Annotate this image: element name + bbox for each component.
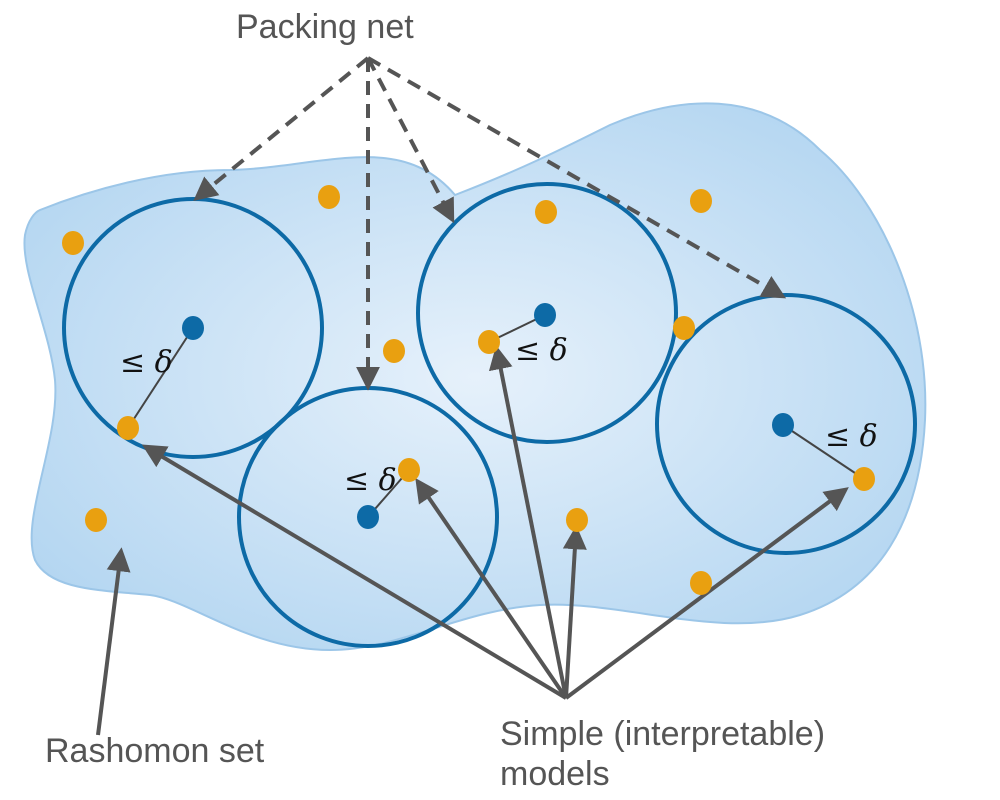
packing-arrow-4 [367, 56, 787, 299]
delta-label-3: ≤ δ [515, 333, 568, 368]
delta-label-1: ≤ δ [120, 345, 173, 380]
model-point [85, 508, 107, 532]
model-point [566, 508, 588, 532]
model-point [478, 330, 500, 354]
model-point [117, 416, 139, 440]
model-point [853, 467, 875, 491]
packing-net-label: Packing net [236, 8, 414, 46]
simple-models-label-line2: models [500, 755, 610, 793]
model-point [690, 189, 712, 213]
packing-arrow-3 [366, 57, 455, 224]
radius-line-4 [782, 424, 865, 480]
model-point [383, 339, 405, 363]
model-arrow-4 [562, 525, 587, 699]
radius-line-1 [127, 327, 194, 429]
center-point [357, 505, 379, 529]
model-arrow-3 [488, 345, 568, 699]
rashomon-set-label: Rashomon set [45, 732, 265, 770]
model-point [62, 231, 84, 255]
model-point [318, 185, 340, 209]
packing-arrow-1 [193, 56, 370, 202]
center-point [772, 413, 794, 437]
model-points [62, 185, 875, 595]
packing-ball-3 [416, 182, 678, 444]
simple-model-arrows [96, 345, 849, 736]
packing-net-arrows [193, 56, 787, 391]
model-arrow-1 [141, 444, 568, 700]
model-arrow-2 [415, 478, 568, 700]
simple-models-label-line1: Simple (interpretable) [500, 715, 825, 753]
rashomon-set-region [23, 102, 927, 652]
center-point [534, 303, 556, 327]
delta-label-4: ≤ δ [825, 419, 878, 454]
center-points [182, 303, 794, 529]
model-point [673, 316, 695, 340]
model-point [398, 458, 420, 482]
model-arrow-5 [564, 487, 849, 700]
model-point [690, 571, 712, 595]
delta-label-2: ≤ δ [344, 463, 397, 498]
center-point [182, 316, 204, 340]
model-point [535, 200, 557, 224]
packing-ball-1 [62, 197, 324, 459]
rashomon-arrow [96, 547, 131, 736]
